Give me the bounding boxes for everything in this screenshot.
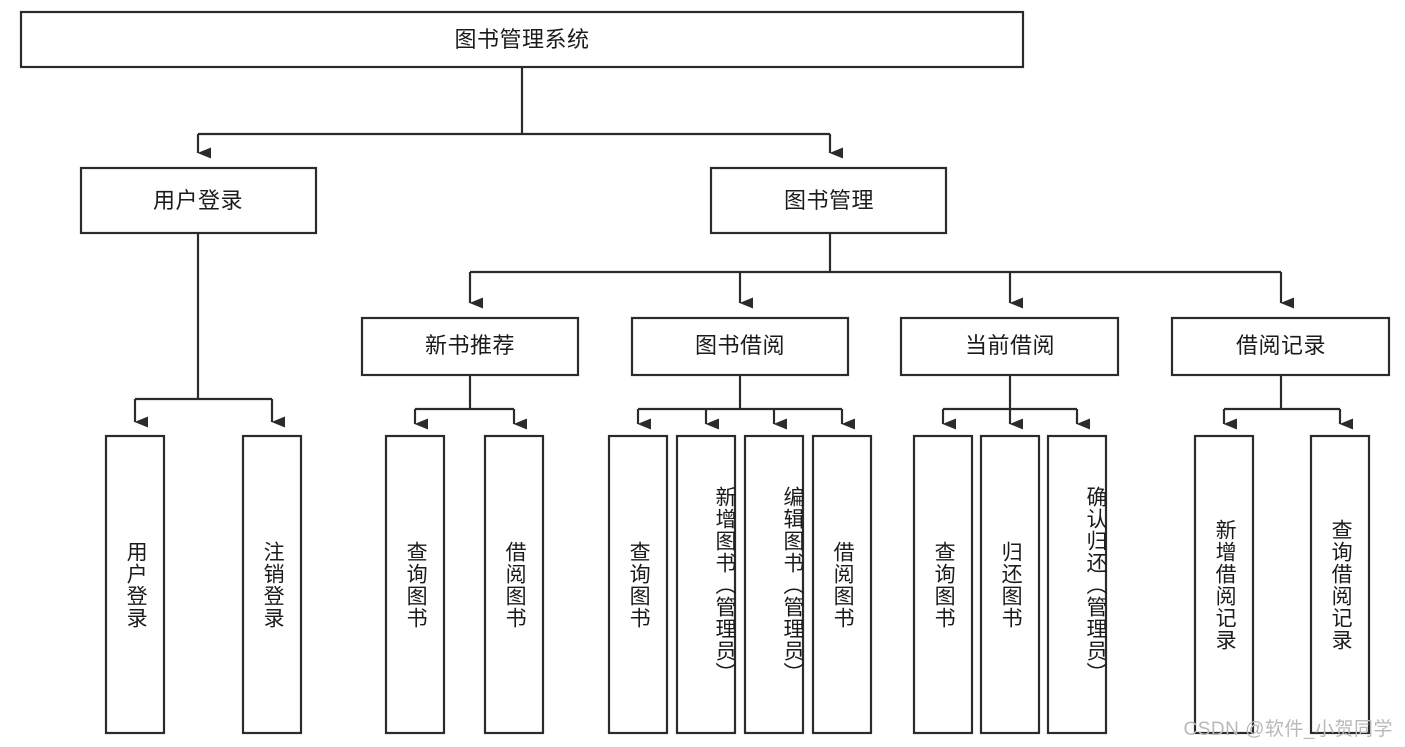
node-leaf-return-book-box[interactable] [979,434,1041,735]
node-leaf-confirm-return-box[interactable] [1046,434,1108,735]
node-book-borrow-label: 图书借阅 [695,333,785,358]
node-leaf-add-book-box[interactable] [675,434,737,735]
node-book-borrow-box[interactable] [630,316,850,377]
connector-group-book-manage [468,233,1294,309]
node-leaf-borrow-book-1-box[interactable] [483,434,545,735]
node-borrow-record[interactable]: 借阅记录 [1170,316,1391,377]
connector-group-root [196,67,843,159]
node-leaf-query-record-box[interactable] [1309,434,1371,735]
connector-group-new-book-rec [413,375,527,430]
node-new-book-rec-label: 新书推荐 [425,333,515,358]
csdn-watermark: CSDN @软件_小贺同学 [1183,719,1393,740]
connector-group-borrow-record [1222,375,1353,430]
node-book-manage-label: 图书管理 [784,188,874,213]
node-current-borrow[interactable]: 当前借阅 [899,316,1120,377]
node-book-manage-box[interactable] [709,166,948,235]
node-current-borrow-label: 当前借阅 [965,333,1055,358]
node-leaf-logout-box[interactable] [241,434,303,735]
node-leaf-query-book-2-box[interactable] [607,434,669,735]
node-new-book-rec-box[interactable] [360,316,580,377]
node-leaf-add-record-box[interactable] [1193,434,1255,735]
connector-group-book-borrow [636,375,855,430]
node-leaf-borrow-book-2-box[interactable] [811,434,873,735]
node-current-borrow-box[interactable] [899,316,1120,377]
node-new-book-rec[interactable]: 新书推荐 [360,316,580,377]
node-borrow-record-box[interactable] [1170,316,1391,377]
node-book-manage[interactable]: 图书管理 [709,166,948,235]
node-user-login-box[interactable] [79,166,318,235]
node-leaf-edit-book-box[interactable] [743,434,805,735]
node-user-login-label: 用户登录 [153,188,243,213]
node-borrow-record-label: 借阅记录 [1236,333,1326,358]
node-leaf-user-login-box[interactable] [104,434,166,735]
node-leaf-query-book-3-box[interactable] [912,434,974,735]
leaf-boxes [104,434,1371,735]
node-root[interactable]: 图书管理系统 [19,10,1025,69]
node-user-login[interactable]: 用户登录 [79,166,318,235]
connector-group-user-login [133,233,285,428]
node-leaf-query-book-1-box[interactable] [384,434,446,735]
node-book-borrow[interactable]: 图书借阅 [630,316,850,377]
connector-group-current-borrow [941,375,1090,430]
node-root-label: 图书管理系统 [454,27,589,52]
node-root-box[interactable] [19,10,1025,69]
